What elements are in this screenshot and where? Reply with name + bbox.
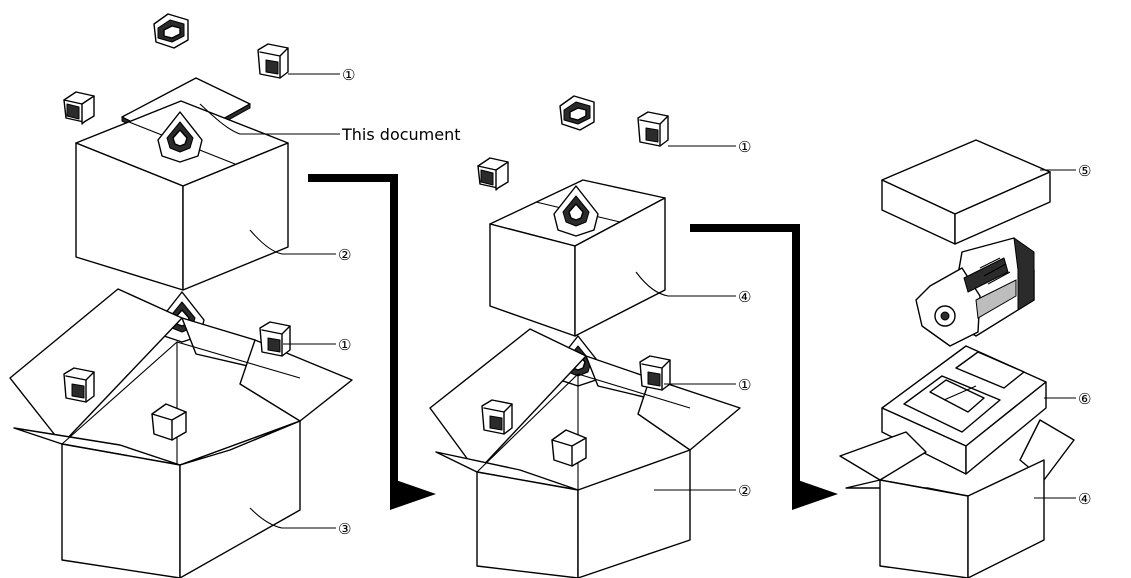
arrow-step-1 [308, 174, 436, 510]
corner-pad [63, 91, 95, 125]
callout-label: ③ [338, 520, 351, 538]
callout-label: ② [338, 246, 351, 264]
panel-1 [9, 13, 353, 578]
panel-2 [429, 95, 741, 578]
corner-pad [637, 111, 669, 147]
corner-pad [257, 43, 289, 79]
corner-pad [63, 367, 95, 403]
callout-label: ⑤ [1078, 162, 1091, 180]
callout-label: ① [738, 138, 751, 156]
arrow-step-2 [690, 224, 838, 510]
callout-label: ② [738, 482, 751, 500]
corner-pad [151, 403, 187, 441]
corner-pad-top [153, 13, 189, 49]
callout-label: ① [342, 66, 355, 84]
callout-label: ④ [1078, 490, 1091, 508]
corner-pad-top [559, 95, 595, 131]
callout-label: ⑥ [1078, 390, 1091, 408]
callout-label: ④ [738, 288, 751, 306]
corner-pad [259, 321, 291, 357]
accessory-box [881, 139, 1051, 245]
callout-label: ① [338, 336, 351, 354]
panel-3 [839, 139, 1076, 578]
corner-pad [639, 355, 671, 391]
foam-tray [881, 345, 1047, 475]
device [915, 237, 1035, 347]
box-2-open [429, 328, 741, 578]
corner-pad [477, 157, 509, 191]
outer-box [9, 288, 353, 578]
corner-pad [481, 399, 513, 435]
callout-label: ① [738, 376, 751, 394]
document-label: This document [341, 125, 461, 144]
corner-pad [551, 429, 587, 467]
box-4-open [839, 419, 1075, 578]
